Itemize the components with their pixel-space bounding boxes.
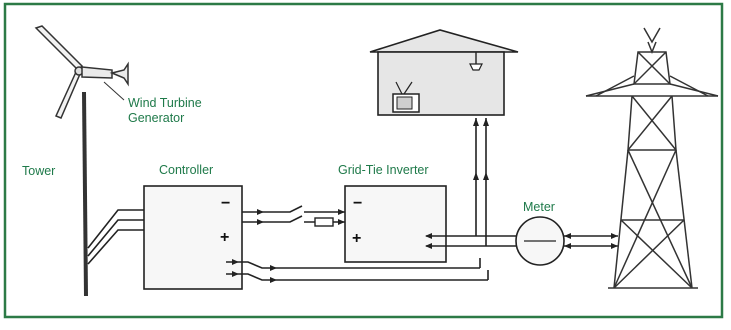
controller-box [143,185,243,290]
inverter-meter-lines [426,235,516,247]
meter-label: Meter [523,200,555,214]
meter-grid-arrows [564,233,618,249]
controller-minus-sign: − [221,195,230,212]
inverter-plus-sign: + [352,230,361,247]
inverter-minus-sign: − [353,195,362,212]
controller-output-arrows [232,259,277,283]
inverter-box [344,185,447,263]
tower-cables [87,209,150,265]
controller-plus-sign: + [220,229,229,246]
wind-turbine-icon [34,25,129,297]
turbine-nacelle [81,66,113,79]
controller-label: Controller [159,163,213,177]
turbine-tail [109,61,129,87]
inverter-label: Grid-Tie Inverter [338,163,429,177]
tv-icon [392,81,420,113]
dc-line-arrows [257,209,345,225]
generator-pointer [103,81,125,101]
inverter-meter-arrows [425,233,432,249]
house-feed-arrows [473,118,489,180]
meter-grid-lines [564,235,618,247]
wind-turbine-label: Wind Turbine Generator [128,96,205,125]
outer-border [3,2,724,319]
tower-pole [82,91,88,297]
transmission-tower-icon [585,27,719,289]
tower-label: Tower [22,164,55,178]
dc-fuse-icon [314,217,334,227]
